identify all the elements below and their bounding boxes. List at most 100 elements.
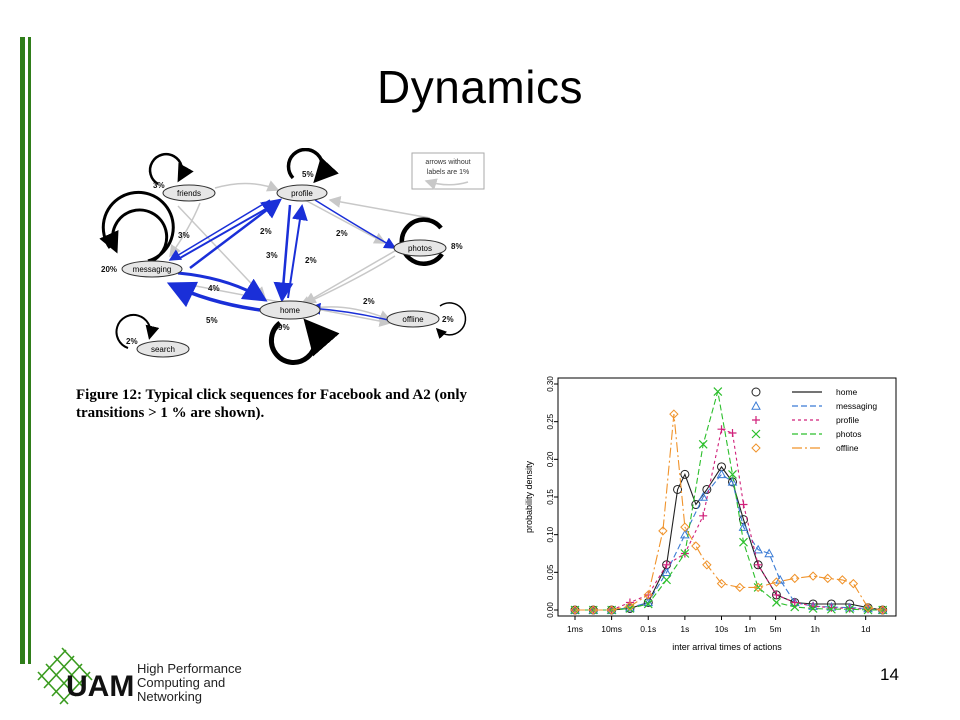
legend-label: profile [836,415,859,425]
data-point [662,575,671,585]
data-point [827,603,836,612]
page-number: 14 [880,665,899,684]
figure-caption: Figure 12: Typical click sequences for F… [76,387,467,421]
uam-logo: UAM [37,647,134,705]
data-point [680,469,690,479]
label-messaging-self: 20% [101,265,117,274]
node-home-label: home [280,306,301,315]
label-messaging-home: 4% [208,284,220,293]
data-point [658,526,668,536]
node-profile: profile [276,184,328,202]
legend-item-home: home [751,387,858,397]
data-point [606,605,617,615]
x-tick-label: 0.1s [640,624,656,634]
data-point [713,387,723,396]
left-accent-bar-1 [20,37,25,664]
y-tick-label: 0.15 [546,489,555,505]
data-point [702,484,712,494]
note-line-2: labels are 1% [427,169,469,176]
logo-line-1: High Performance [137,661,242,676]
label-messaging-profile: 2% [260,227,272,236]
data-point [662,560,671,569]
y-axis: 0.000.050.100.150.200.250.30 [546,376,558,618]
node-home: home [259,300,321,320]
data-point [845,604,855,614]
series-layer [570,387,888,615]
series-line [575,473,883,611]
y-axis-label: probability density [524,460,534,533]
x-tick-label: 5m [770,624,782,634]
data-point [625,601,635,611]
series-line [575,414,883,611]
series-offline [570,409,888,615]
data-point [790,598,799,607]
legend-label: messaging [836,401,877,411]
x-tick-label: 1ms [567,624,583,634]
data-point [771,577,782,587]
data-point [661,567,672,577]
data-point [728,428,737,437]
data-point [702,560,712,570]
y-tick-label: 0.10 [546,526,555,542]
data-point [625,604,635,613]
data-point [680,529,690,539]
data-point [643,599,653,609]
data-point [863,605,873,615]
x-tick-label: 1d [861,624,871,634]
x-tick-label: 1s [680,624,689,634]
slide-title: Dynamics [377,61,583,113]
y-tick-label: 0.00 [546,602,555,618]
label-friends-self: 3% [153,181,165,190]
node-photos: photos [393,239,447,257]
label-offline-self: 2% [442,315,454,324]
node-photos-label: photos [408,244,432,253]
label-offline-home: 2% [363,297,375,306]
y-tick-label: 0.25 [546,413,555,429]
data-point [738,522,749,531]
data-point [848,578,859,589]
data-point [570,605,580,615]
logo-mark: UAM [66,670,134,703]
label-profile-photos: 2% [336,229,348,238]
data-point [680,522,690,532]
data-point [717,425,726,434]
data-point [673,484,683,494]
x-tick-label: 1m [744,624,756,634]
data-point [826,604,836,614]
data-point [753,582,763,593]
logo-line-3: Networking [137,689,203,704]
node-friends-label: friends [177,189,201,198]
legend-item-photos: photos [751,429,862,439]
data-point [716,578,727,589]
data-point [823,573,833,584]
series-photos [570,387,888,615]
logo-grid-icon [37,647,93,705]
data-point [751,387,761,397]
data-point [669,409,679,419]
label-home-profile-b: 2% [305,256,317,265]
data-point [691,541,701,551]
legend-label: home [836,387,858,397]
data-point [751,443,761,453]
label-search-self: 2% [126,337,138,346]
x-tick-label: 10ms [601,624,622,634]
data-point [808,571,818,581]
x-tick-label: 1h [810,624,820,634]
data-point [570,605,580,615]
data-point [751,400,761,410]
note-line-1: arrows without [425,159,470,166]
legend-item-messaging: messaging [751,400,877,411]
data-point [753,544,763,554]
data-point [739,537,748,547]
node-search: search [136,340,190,358]
label-photos-self: 8% [451,242,463,251]
node-friends: friends [162,184,216,202]
data-point [588,605,599,615]
node-offline-label: offline [402,315,424,324]
label-home-self: 9% [278,323,290,332]
data-point [752,416,760,424]
logo-text: High Performance Computing and Networkin… [137,662,242,704]
data-point [716,469,727,479]
